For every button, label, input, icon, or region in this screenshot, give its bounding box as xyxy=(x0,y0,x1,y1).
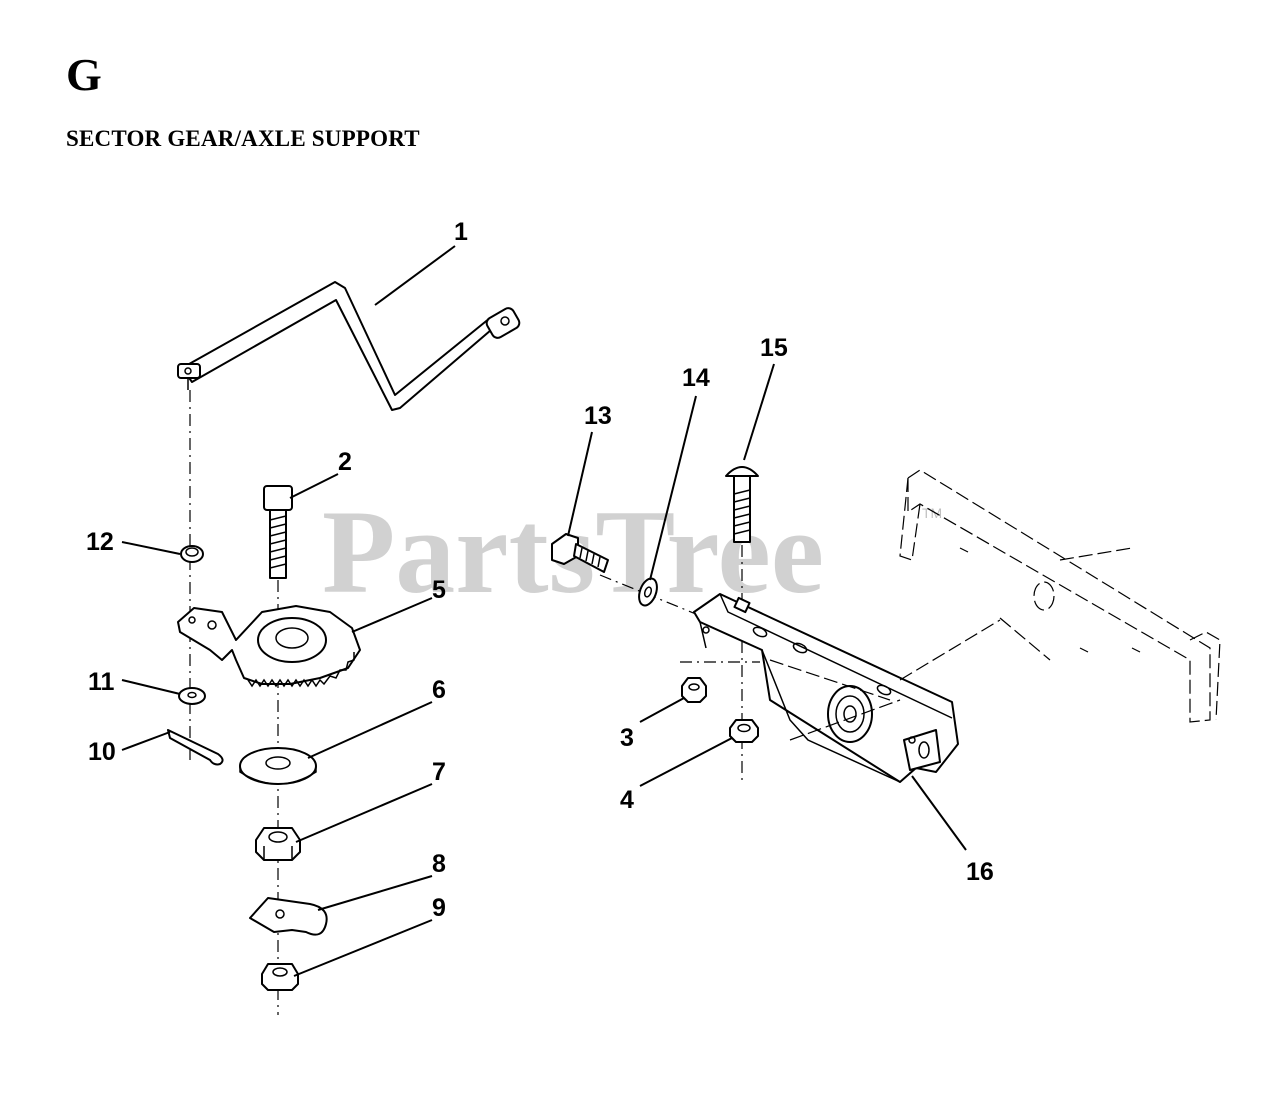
callout-11: 11 xyxy=(88,668,115,696)
callout-10: 10 xyxy=(88,738,116,766)
callout-14: 14 xyxy=(682,364,710,392)
part-hex-nut-small[interactable] xyxy=(681,677,707,703)
part-hex-nut-bottom[interactable] xyxy=(729,719,759,743)
part-drag-link[interactable] xyxy=(177,281,521,411)
part-hex-bolt[interactable] xyxy=(263,485,293,579)
callout-12: 12 xyxy=(86,528,114,556)
callout-13: 13 xyxy=(584,402,612,430)
part-flange-bushing[interactable] xyxy=(180,545,204,563)
part-axle-support[interactable] xyxy=(693,593,959,783)
ghost-axle xyxy=(769,469,1221,741)
callout-2: 2 xyxy=(338,448,352,476)
watermark-trademark: TM xyxy=(922,505,942,521)
callout-3: 3 xyxy=(620,724,634,752)
callout-4: 4 xyxy=(620,786,634,814)
callout-labels: 1 2 12 5 11 6 10 7 8 9 13 14 15 3 4 16 xyxy=(86,218,994,922)
callout-1: 1 xyxy=(454,218,468,246)
part-spacer-washer[interactable] xyxy=(239,747,317,785)
part-lock-nut[interactable] xyxy=(261,963,299,991)
callout-8: 8 xyxy=(432,850,446,878)
part-bracket-clip[interactable] xyxy=(249,897,328,936)
part-hex-nut-large[interactable] xyxy=(255,827,301,861)
callout-5: 5 xyxy=(432,576,446,604)
part-washer[interactable] xyxy=(636,576,661,608)
callout-16: 16 xyxy=(966,858,994,886)
part-angled-bolt[interactable] xyxy=(551,533,609,573)
part-sector-gear[interactable] xyxy=(177,605,361,688)
callout-15: 15 xyxy=(760,334,788,362)
leader-lines xyxy=(121,245,967,977)
callout-9: 9 xyxy=(432,894,446,922)
section-title: SECTOR GEAR/AXLE SUPPORT xyxy=(66,126,420,151)
part-carriage-bolt[interactable] xyxy=(725,466,759,543)
section-letter: G xyxy=(66,49,102,100)
callout-6: 6 xyxy=(432,676,446,704)
callout-7: 7 xyxy=(432,758,446,786)
part-flat-washer-small[interactable] xyxy=(178,687,206,705)
part-cotter-pin[interactable] xyxy=(167,729,224,766)
